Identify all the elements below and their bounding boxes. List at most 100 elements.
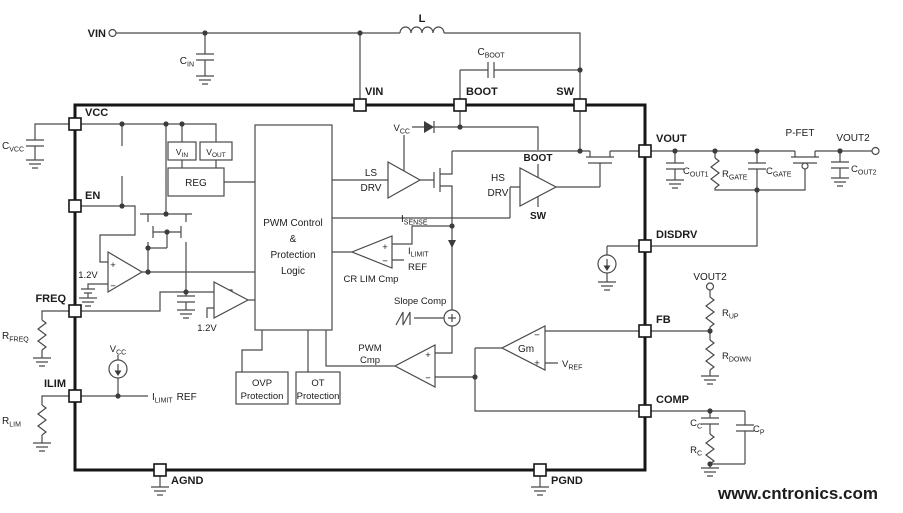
rc-label: RC (690, 445, 702, 458)
vout2-terminal (871, 146, 880, 156)
pin-label-ilim: ILIM (44, 378, 66, 390)
vout2-fb-label: VOUT2 (693, 272, 727, 283)
pin-label-vin: VIN (365, 86, 383, 98)
ovp-protection-block (235, 371, 289, 405)
gm-plus: + (534, 358, 540, 369)
ot-label-line1: OT (311, 378, 324, 389)
vcc-ref-label: VCC (394, 123, 410, 136)
rfreq-resistor-icon (37, 319, 47, 351)
crlim-plus: + (382, 242, 388, 253)
en-comparator-icon (107, 250, 144, 294)
cin-capacitor-icon (195, 53, 215, 61)
rdown-resistor-icon (705, 339, 715, 371)
pfet-label: P-FET (786, 128, 815, 139)
gm-amplifier-icon (500, 325, 546, 371)
cgate-capacitor-icon (747, 162, 767, 170)
rdown-label: RDOWN (722, 351, 751, 364)
en-cmp-plus: + (110, 260, 116, 271)
inductor-label: L (419, 13, 426, 25)
rgate-label: RGATE (722, 169, 748, 182)
pfet-gate-bubble-icon (801, 162, 809, 170)
cboot-label: CBOOT (477, 47, 505, 60)
pin-label-disdrv: DISDRV (656, 229, 698, 241)
pin-label-vcc: VCC (85, 107, 108, 119)
vin-monitor-box (167, 141, 197, 161)
ilim-current-source-icon (108, 359, 128, 379)
pwmcmp-minus: − (425, 373, 431, 384)
rc-resistor-icon (705, 433, 715, 465)
ground-icon (25, 159, 45, 169)
pwmcmp-plus: + (425, 350, 431, 361)
pin-label-en: EN (85, 190, 100, 202)
rup-label: RUP (722, 308, 739, 321)
isense-label: ISENSE (401, 214, 428, 227)
ic-outline (73, 103, 647, 472)
hs-drv-label-line1: HS (491, 173, 505, 184)
ground-icon (176, 309, 196, 319)
vin-source-label: VIN (88, 28, 106, 40)
vout-box-label: VOUT (206, 147, 225, 159)
cvcc-capacitor-icon (25, 139, 45, 147)
ground-icon (530, 486, 550, 496)
pin-label-agnd: AGND (171, 475, 203, 487)
wires-top-rail (108, 26, 581, 99)
ilimit-label-line1: ILIMIT (408, 246, 429, 259)
ls-drv-label-line1: LS (365, 168, 378, 179)
crlim-minus: − (382, 256, 388, 267)
pwm-block-line3: Protection (270, 250, 315, 261)
boot-ref-label: BOOT (524, 153, 553, 164)
pwm-cmp-label-line1: PWM (358, 343, 381, 354)
vout-monitor-box (199, 141, 233, 161)
current-arrow-icon (448, 240, 456, 248)
rup-resistor-icon (705, 296, 715, 328)
pin-fb (638, 324, 652, 338)
pin-agnd (153, 463, 167, 477)
ground-icon (700, 467, 720, 477)
oscillator-comparator-icon (213, 281, 250, 319)
pin-vcc (68, 117, 82, 131)
bootstrap-diode-icon (424, 121, 434, 133)
reg-label: REG (185, 178, 207, 189)
gm-minus: − (534, 330, 540, 341)
vref-label: VREF (562, 359, 582, 372)
crlim-label: CR LIM Cmp (344, 274, 399, 285)
en-cmp-minus: − (110, 281, 116, 292)
pin-label-sw: SW (556, 86, 574, 98)
wires-bottom (150, 476, 550, 496)
wires-ic-internal (78, 111, 639, 412)
ovp-label-line1: OVP (252, 378, 272, 389)
vin-box-label: VIN (176, 147, 188, 159)
pin-label-vout: VOUT (656, 133, 687, 145)
wires-right-external (651, 146, 880, 477)
pin-sw (573, 98, 587, 112)
pwm-block-line4: Logic (281, 266, 305, 277)
gm-label: Gm (518, 344, 534, 355)
slope-comp-label: Slope Comp (394, 296, 446, 307)
ground-icon (665, 179, 685, 189)
labels: VIN L CIN CBOOT VIN BOOT SW VCC EN FREQ … (2, 13, 878, 503)
reg-block (167, 167, 225, 197)
cout1-label: COUT1 (683, 166, 709, 179)
pwm-control-block (254, 124, 333, 331)
ilim-vcc-label: VCC (110, 344, 126, 357)
rlim-resistor-icon (37, 404, 47, 436)
junction-dots (115, 30, 843, 467)
ot-protection-block (295, 371, 341, 405)
pwm-block-line1: PWM Control (263, 218, 322, 229)
sawtooth-icon (395, 311, 411, 326)
pin-label-comp: COMP (656, 394, 689, 406)
pin-ilim (68, 389, 82, 403)
ground-icon (32, 442, 52, 452)
cc-capacitor-icon (700, 417, 720, 425)
ls-drv-label-line2: DRV (361, 183, 382, 194)
crlim-comparator-icon (350, 235, 393, 269)
pin-boot (453, 98, 467, 112)
pin-freq (68, 304, 82, 318)
pin-label-pgnd: PGND (551, 475, 583, 487)
rlim-label: RLIM (2, 416, 21, 429)
pin-comp (638, 404, 652, 418)
osc-1v2-label: 1.2V (197, 323, 217, 334)
sw-ref-label: SW (530, 211, 547, 222)
ls-driver-icon (387, 160, 422, 200)
